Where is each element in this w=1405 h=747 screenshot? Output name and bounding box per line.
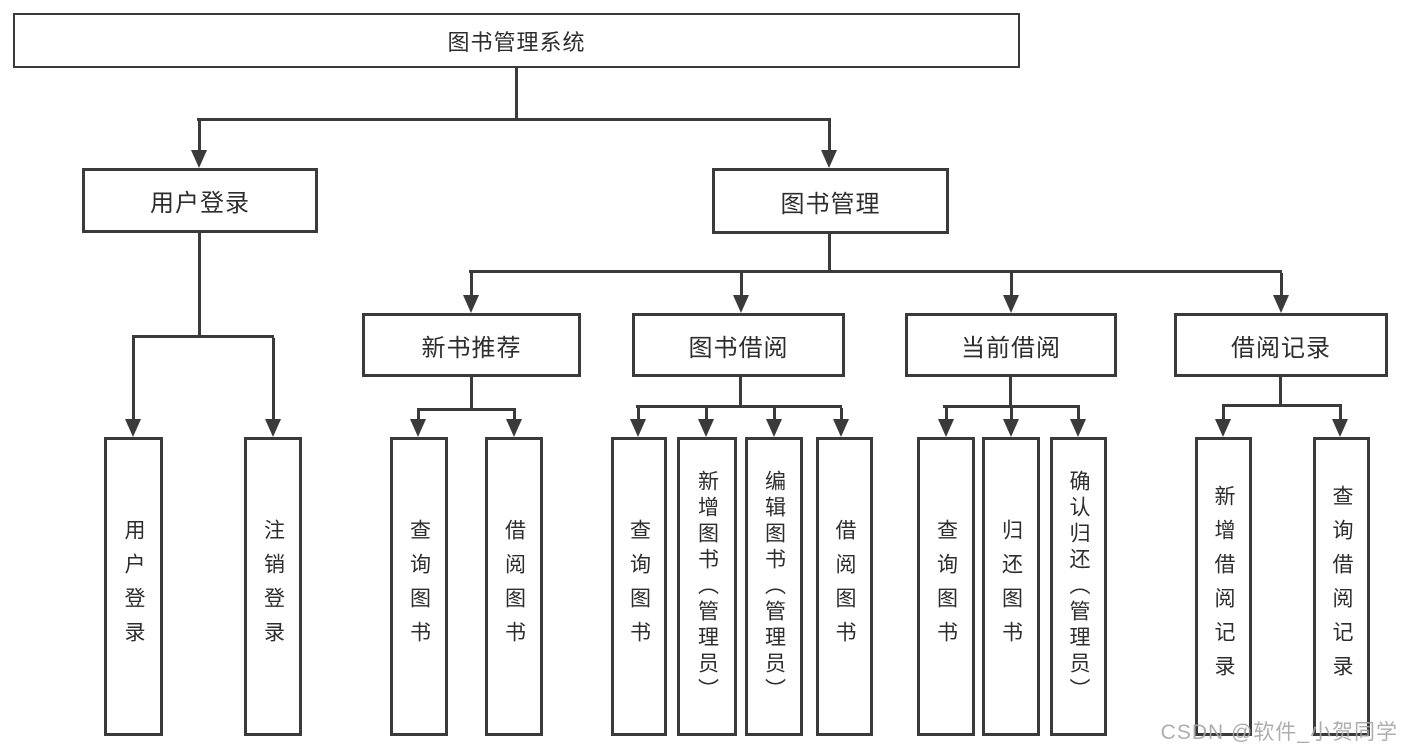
csdn-watermark: CSDN @软件_小贺同学 — [1160, 721, 1398, 744]
node-borrowing-records: 借阅记录 — [1174, 313, 1388, 377]
node-label: 借阅记录 — [1231, 334, 1331, 362]
connector-line — [513, 411, 516, 421]
node-label: 图书管理 — [780, 190, 881, 218]
connector-line — [1077, 408, 1080, 421]
arrowhead-down-icon — [938, 419, 954, 437]
connector-line — [636, 405, 842, 408]
connector-line — [469, 270, 1282, 273]
leaf-label: 确认归还（管理员） — [1067, 469, 1090, 704]
connector-line — [197, 118, 831, 121]
node-book-management: 图书管理 — [712, 168, 949, 234]
connector-line — [132, 335, 274, 338]
connector-line — [828, 121, 831, 152]
node-book-borrowing: 图书借阅 — [632, 313, 845, 377]
leaf-label: 编辑图书（管理员） — [762, 469, 786, 704]
leaf-add-books-admin: 新增图书（管理员） — [677, 437, 737, 736]
leaf-label: 查询图书 — [627, 518, 651, 655]
leaf-label: 注销登录 — [261, 518, 285, 655]
leaf-edit-books-admin: 编辑图书（管理员） — [745, 437, 803, 736]
leaf-query-books-recommend: 查询图书 — [390, 437, 448, 736]
node-new-book-recommendation: 新书推荐 — [362, 313, 581, 377]
connector-line — [417, 408, 516, 411]
leaf-label: 查询图书 — [407, 518, 431, 655]
connector-line — [945, 408, 948, 421]
arrowhead-down-icon — [733, 295, 749, 313]
leaf-add-borrow-record: 新增借阅记录 — [1195, 437, 1252, 736]
leaf-label: 新增图书（管理员） — [695, 469, 719, 704]
connector-line — [1222, 407, 1225, 421]
connector-line — [198, 233, 201, 337]
connector-line — [1279, 377, 1282, 407]
arrowhead-down-icon — [766, 419, 782, 437]
arrowhead-down-icon — [1070, 419, 1086, 437]
connector-line — [1222, 404, 1342, 407]
node-label: 图书借阅 — [688, 334, 789, 362]
arrowhead-down-icon — [265, 419, 281, 437]
connector-line — [773, 408, 776, 421]
arrowhead-down-icon — [630, 419, 646, 437]
node-label: 当前借阅 — [961, 334, 1061, 362]
arrowhead-down-icon — [833, 419, 849, 437]
leaf-query-books-current: 查询图书 — [917, 437, 975, 736]
connector-line — [1010, 408, 1013, 421]
connector-line — [840, 408, 843, 421]
leaf-user-login: 用户登录 — [104, 437, 163, 736]
connector-line — [705, 408, 708, 421]
connector-line — [637, 408, 640, 421]
leaf-logout: 注销登录 — [244, 437, 302, 736]
connector-line — [198, 121, 201, 152]
arrowhead-down-icon — [125, 419, 141, 437]
leaf-label: 查询图书 — [934, 518, 958, 655]
leaf-confirm-return-admin: 确认归还（管理员） — [1050, 437, 1107, 736]
leaf-query-borrow-record: 查询借阅记录 — [1313, 437, 1370, 736]
connector-line — [1009, 377, 1012, 408]
connector-line — [740, 273, 743, 297]
leaf-borrow-books-borrowing: 借阅图书 — [816, 437, 873, 736]
connector-line — [417, 411, 420, 421]
node-user-login: 用户登录 — [82, 168, 318, 233]
leaf-query-books-borrowing: 查询图书 — [611, 437, 667, 736]
arrowhead-down-icon — [1215, 419, 1231, 437]
arrowhead-down-icon — [1003, 419, 1019, 437]
connector-line — [828, 234, 831, 273]
connector-line — [1339, 407, 1342, 421]
leaf-label: 新增借阅记录 — [1212, 484, 1235, 689]
leaf-label: 借阅图书 — [833, 518, 856, 655]
connector-line — [515, 68, 518, 121]
leaf-label: 归还图书 — [999, 518, 1023, 655]
arrowhead-down-icon — [506, 419, 522, 437]
leaf-borrow-books-recommend: 借阅图书 — [485, 437, 543, 736]
leaf-label: 借阅图书 — [502, 518, 526, 655]
node-label: 新书推荐 — [421, 334, 522, 362]
arrowhead-down-icon — [1332, 419, 1348, 437]
connector-line — [739, 377, 742, 408]
arrowhead-down-icon — [410, 419, 426, 437]
node-library-management-system: 图书管理系统 — [13, 13, 1020, 68]
connector-line — [470, 377, 473, 411]
leaf-label: 用户登录 — [122, 518, 145, 655]
arrowhead-down-icon — [821, 150, 837, 168]
node-current-borrowing: 当前借阅 — [905, 313, 1117, 377]
arrowhead-down-icon — [1273, 295, 1289, 313]
connector-line — [1280, 273, 1283, 297]
connector-line — [272, 338, 275, 419]
connector-line — [132, 338, 135, 419]
arrowhead-down-icon — [463, 295, 479, 313]
leaf-return-books: 归还图书 — [982, 437, 1040, 736]
node-label: 图书管理系统 — [447, 29, 586, 55]
connector-line — [470, 273, 473, 297]
arrowhead-down-icon — [1003, 295, 1019, 313]
arrowhead-down-icon — [191, 150, 207, 168]
leaf-label: 查询借阅记录 — [1330, 484, 1353, 689]
connector-line — [1010, 273, 1013, 297]
node-label: 用户登录 — [150, 190, 250, 217]
arrowhead-down-icon — [698, 419, 714, 437]
connector-line — [943, 405, 1080, 408]
